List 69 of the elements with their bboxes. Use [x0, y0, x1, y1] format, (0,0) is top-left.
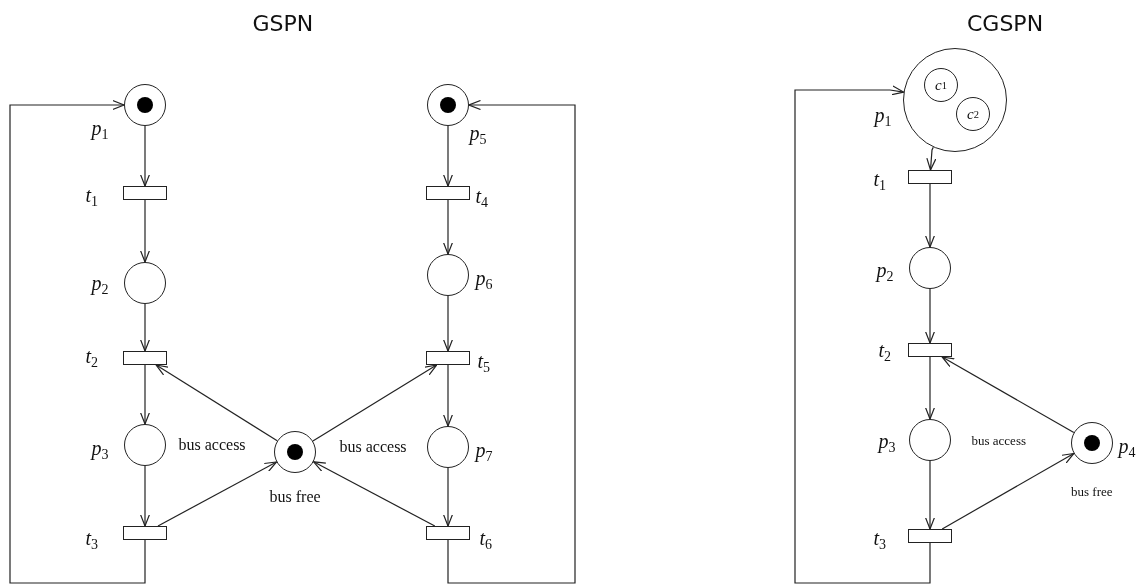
place-label: p$_{7}$ — [475, 440, 493, 464]
transition-label: t$_{3}$ — [85, 528, 99, 552]
arrow — [442, 295, 454, 352]
arrow — [442, 467, 454, 527]
transition-bar — [123, 526, 167, 540]
transition-label: t$_{6}$ — [479, 528, 493, 552]
transition-bar — [908, 170, 952, 184]
place-circle — [124, 262, 166, 304]
transition-label: t$_{2}$ — [878, 340, 892, 364]
arrow — [442, 364, 454, 427]
arrow — [941, 356, 1075, 434]
place-label: p$_{4}$ — [1118, 436, 1136, 460]
transition-label: t$_{5}$ — [477, 351, 491, 375]
place-label: p$_{3}$ — [91, 438, 109, 462]
place-circle — [124, 424, 166, 466]
arrow — [924, 183, 936, 248]
place-circle — [1071, 422, 1113, 464]
place-label: p$_{2}$ — [876, 260, 894, 284]
arrow — [139, 199, 151, 263]
annotation: bus free — [269, 489, 321, 505]
transition-bar — [123, 351, 167, 365]
arrow — [155, 364, 278, 442]
arrow — [924, 460, 936, 530]
arrow — [312, 364, 438, 442]
arrow — [139, 465, 151, 527]
annotation: bus free — [1071, 484, 1113, 498]
arrow — [941, 452, 1075, 530]
place-circle — [427, 84, 469, 126]
arrow — [926, 146, 937, 171]
place-label: p$_{1}$ — [874, 105, 892, 129]
transition-label: t$_{1}$ — [873, 169, 887, 193]
arrow — [924, 356, 936, 420]
place-label: p$_{3}$ — [878, 431, 896, 455]
place-circle — [274, 431, 316, 473]
net-heading: CGSPN — [967, 13, 1044, 35]
transition-label: t$_{3}$ — [873, 528, 887, 552]
arrow — [157, 461, 278, 527]
transition-bar — [908, 529, 952, 543]
arrow — [139, 125, 151, 187]
transition-label: t$_{2}$ — [85, 346, 99, 370]
arrow — [9, 99, 146, 584]
place-circle — [124, 84, 166, 126]
place-circle — [909, 247, 951, 289]
transition-label: t$_{4}$ — [475, 186, 489, 210]
place-label: p$_{1}$ — [91, 118, 109, 142]
transition-bar — [123, 186, 167, 200]
transition-label: t$_{1}$ — [85, 185, 99, 209]
net-heading: GSPN — [252, 13, 314, 35]
transition-bar — [908, 343, 952, 357]
arrow — [924, 288, 936, 344]
annotation: bus access — [971, 433, 1026, 447]
transition-bar — [426, 186, 470, 200]
transition-bar — [426, 351, 470, 365]
annotation: bus access — [178, 437, 246, 453]
place-circle — [427, 254, 469, 296]
arrow — [139, 364, 151, 425]
place-circle — [427, 426, 469, 468]
arrow — [313, 461, 436, 527]
place-label: p$_{2}$ — [91, 273, 109, 297]
arrow — [794, 85, 931, 584]
place-circle — [909, 419, 951, 461]
transition-bar — [426, 526, 470, 540]
arrow — [442, 125, 454, 187]
arrow — [442, 199, 454, 255]
place-label: p$_{5}$ — [469, 123, 487, 147]
arrow — [139, 303, 151, 352]
annotation: bus access — [339, 439, 407, 455]
arrow — [447, 99, 576, 584]
place-label: p$_{6}$ — [475, 268, 493, 292]
